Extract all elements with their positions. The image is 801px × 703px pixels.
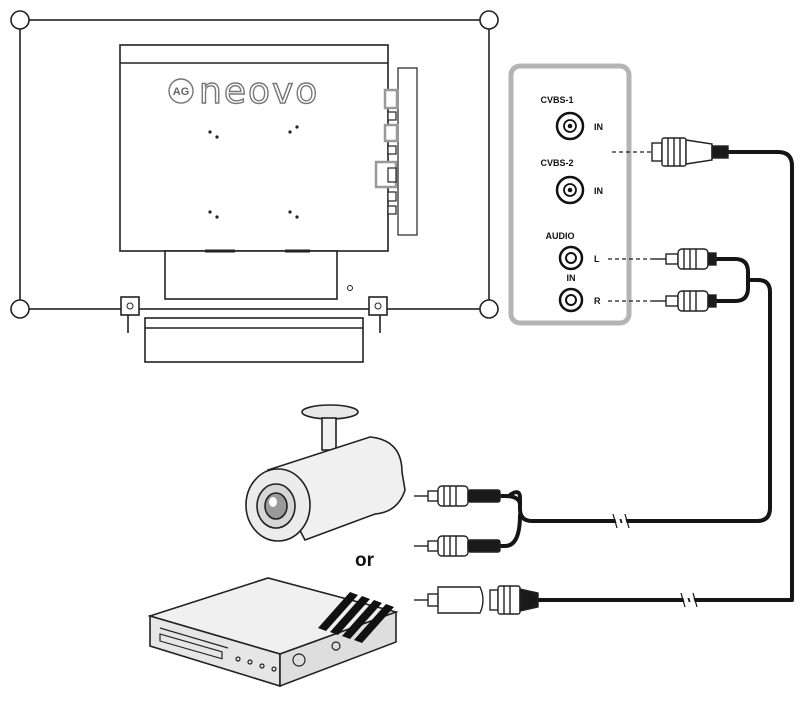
cvbs2-in-label: IN (594, 186, 603, 196)
audio-cable-left (713, 257, 750, 280)
rca-plug-icon (414, 535, 501, 557)
mounting-hole-tl (10, 10, 30, 30)
camera-mount-pole (321, 417, 337, 451)
cvbs1-label: CVBS-1 (540, 95, 573, 105)
audio-in-label: IN (567, 273, 576, 283)
camera-mount-plate (301, 404, 359, 420)
audio-cable-split-bottom (498, 513, 522, 548)
stand-bracket-left (120, 296, 140, 316)
dvr-front-panel (159, 627, 341, 672)
rca-plug-icon (414, 485, 501, 507)
audio-cable-split-top (498, 494, 522, 507)
monitor-lower-box (164, 250, 338, 300)
audio-cable-right (713, 276, 750, 303)
rca-jack-icon (558, 245, 584, 271)
mounting-hole-bl (10, 299, 30, 319)
rca-plug-icon (652, 290, 717, 312)
cvbs1-in-label: IN (594, 122, 603, 132)
connector-strip (397, 67, 418, 236)
monitor-rear-icon (10, 10, 499, 363)
brand-name: neovo (199, 71, 319, 112)
dvr-device-icon (147, 577, 399, 688)
bnc-plug-icon (489, 585, 539, 615)
stand-bracket-right (368, 296, 388, 316)
dvr-vent-stripes (318, 592, 394, 643)
bnc-connector-icon (555, 111, 585, 141)
brand-logo: AG neovo (168, 70, 319, 113)
connector-panel: CVBS-1 IN CVBS-2 IN AUDIO L IN R (508, 63, 652, 326)
vesa-mount-holes (208, 125, 299, 219)
cvbs2-label: CVBS-2 (540, 158, 573, 168)
cctv-camera-icon (245, 404, 406, 542)
audio-right-label: R (594, 296, 601, 306)
bnc-plug-icon (651, 137, 729, 167)
rca-plug-icon (652, 248, 717, 270)
mounting-hole-tr (479, 10, 499, 30)
mounting-hole-br (479, 299, 499, 319)
stand-base (144, 317, 364, 363)
audio-label: AUDIO (546, 231, 575, 241)
cable-break-marks (614, 513, 696, 608)
monitor-back-housing (119, 44, 389, 252)
audio-cable-main (508, 278, 772, 523)
cables (498, 150, 794, 602)
rca-jack-icon (558, 287, 584, 313)
audio-left-label: L (594, 254, 600, 264)
bnc-video-cable (536, 150, 794, 602)
bnc-connector-icon (555, 175, 585, 205)
rca-bnc-adapter-icon (414, 586, 484, 614)
or-separator: or (355, 550, 375, 571)
brand-badge-text: AG (173, 86, 190, 98)
connector-ports (374, 88, 399, 215)
